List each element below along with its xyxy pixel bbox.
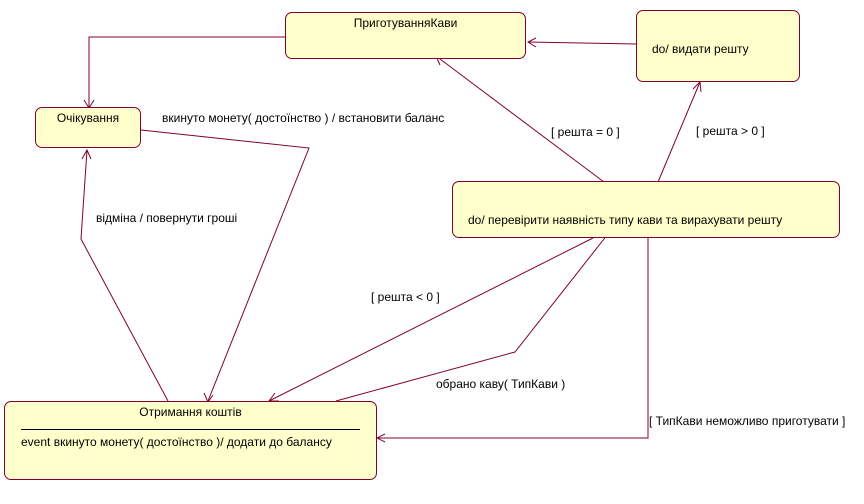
state-preparing-name: ПриготуванняКави [353,16,458,30]
label-cannot-prepare: [ ТипКави неможливо приготувати ] [649,414,846,428]
state-giving-change-activity: do/ видати решту [652,42,749,56]
arrowheads [81,37,702,443]
arrowhead-to-preparing-b [526,37,537,48]
state-giving-change: do/ видати решту [636,10,800,82]
label-change-positive: [ решта > 0 ] [696,124,765,138]
state-receiving: Отримання коштів event вкинуто монету( д… [4,401,377,480]
state-waiting-name: Очікування [56,111,120,125]
transition-giving-change-to-preparing [527,41,638,45]
state-preparing: ПриготуванняКави [285,12,526,59]
transition-waiting-to-receiving [140,129,310,402]
label-change-negative: [ решта < 0 ] [371,290,440,304]
state-checking: do/ перевірити наявність типу кави та ви… [452,181,840,238]
transition-checking-to-receiving-cannot-prepare [377,238,649,439]
arrowhead-to-waiting-bottom [81,148,92,160]
transition-receiving-to-waiting [80,149,169,402]
transition-checking-to-receiving-negative [268,237,594,402]
label-change-zero: [ решта = 0 ] [551,125,620,139]
state-receiving-name: Отримання коштів [139,405,242,419]
label-insert-coin: вкинуто монету( достоїнство ) / встанови… [162,111,445,125]
transition-receiving-to-checking [335,224,616,402]
state-receiving-internal-transition: event вкинуто монету( достоїнство )/ дод… [21,435,332,449]
transition-checking-to-preparing [435,55,605,183]
state-checking-activity: do/ перевірити наявність типу кави та ви… [468,213,783,227]
label-cancel: відміна / повернути гроші [96,211,238,225]
arrowhead-to-receiving-c [375,433,386,443]
label-coffee-selected: обрано каву( ТипКави ) [436,377,566,391]
transition-preparing-to-waiting [88,36,286,107]
state-waiting: Очікування [35,107,141,148]
arrowhead-to-giving-change [692,80,702,93]
transition-checking-to-giving-change [657,81,701,183]
state-receiving-divider [21,429,360,430]
